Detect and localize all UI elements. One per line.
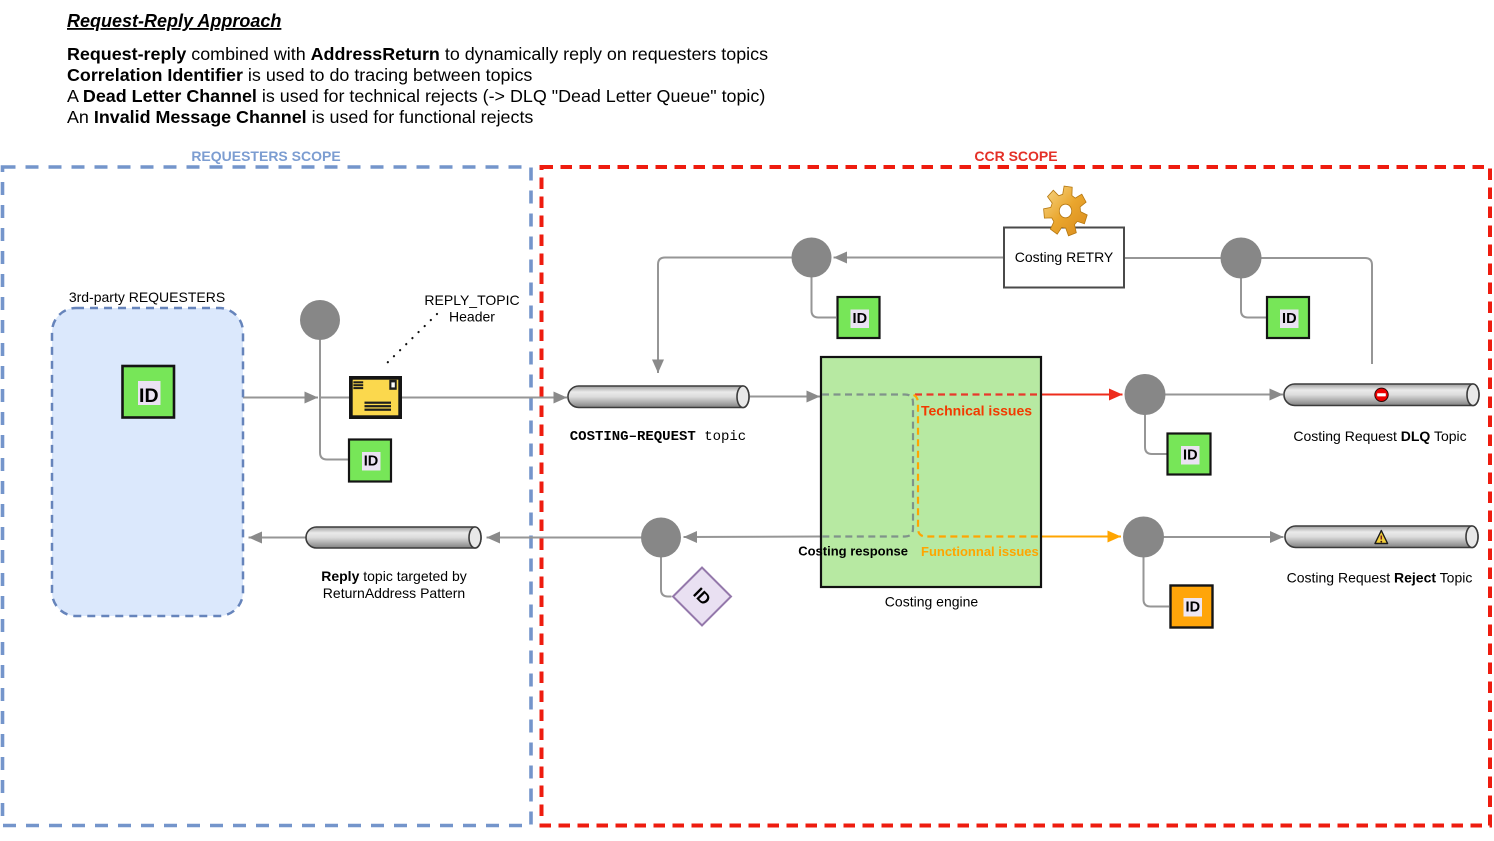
svg-text:COSTING–REQUEST topic: COSTING–REQUEST topic	[570, 429, 746, 445]
svg-text:ID: ID	[364, 454, 379, 470]
svg-text:ID: ID	[1183, 447, 1198, 463]
svg-text:REPLY_TOPIC: REPLY_TOPIC	[424, 292, 519, 308]
svg-text:Technical issues: Technical issues	[921, 403, 1032, 419]
svg-text:Costing engine: Costing engine	[885, 594, 979, 610]
svg-text:Request-reply combined with Ad: Request-reply combined with AddressRetur…	[67, 44, 768, 64]
svg-text:Costing Request Reject Topic: Costing Request Reject Topic	[1287, 570, 1473, 586]
svg-text:Costing response: Costing response	[798, 544, 908, 559]
svg-text:ID: ID	[1186, 599, 1201, 615]
svg-text:An Invalid Message Channel is: An Invalid Message Channel is used for f…	[67, 107, 533, 127]
svg-text:CCR SCOPE: CCR SCOPE	[974, 148, 1057, 164]
svg-text:REQUESTERS SCOPE: REQUESTERS SCOPE	[191, 148, 340, 164]
svg-text:Costing RETRY: Costing RETRY	[1015, 249, 1114, 265]
svg-text:ID: ID	[853, 311, 868, 327]
svg-text:A Dead Letter Channel is used: A Dead Letter Channel is used for techni…	[67, 86, 765, 106]
svg-text:ReturnAddress Pattern: ReturnAddress Pattern	[323, 585, 465, 601]
svg-text:ID: ID	[139, 385, 159, 407]
svg-text:Reply topic targeted by: Reply topic targeted by	[321, 568, 467, 584]
svg-text:3rd-party REQUESTERS: 3rd-party REQUESTERS	[69, 289, 225, 305]
svg-text:ID: ID	[1282, 311, 1297, 327]
svg-text:Request-Reply Approach: Request-Reply Approach	[67, 11, 281, 31]
svg-text:Costing Request DLQ Topic: Costing Request DLQ Topic	[1293, 428, 1466, 444]
svg-text:Correlation Identifier is used: Correlation Identifier is used to do tra…	[67, 65, 532, 85]
svg-text:Functionnal issues: Functionnal issues	[921, 544, 1039, 559]
svg-text:Header: Header	[449, 309, 495, 325]
